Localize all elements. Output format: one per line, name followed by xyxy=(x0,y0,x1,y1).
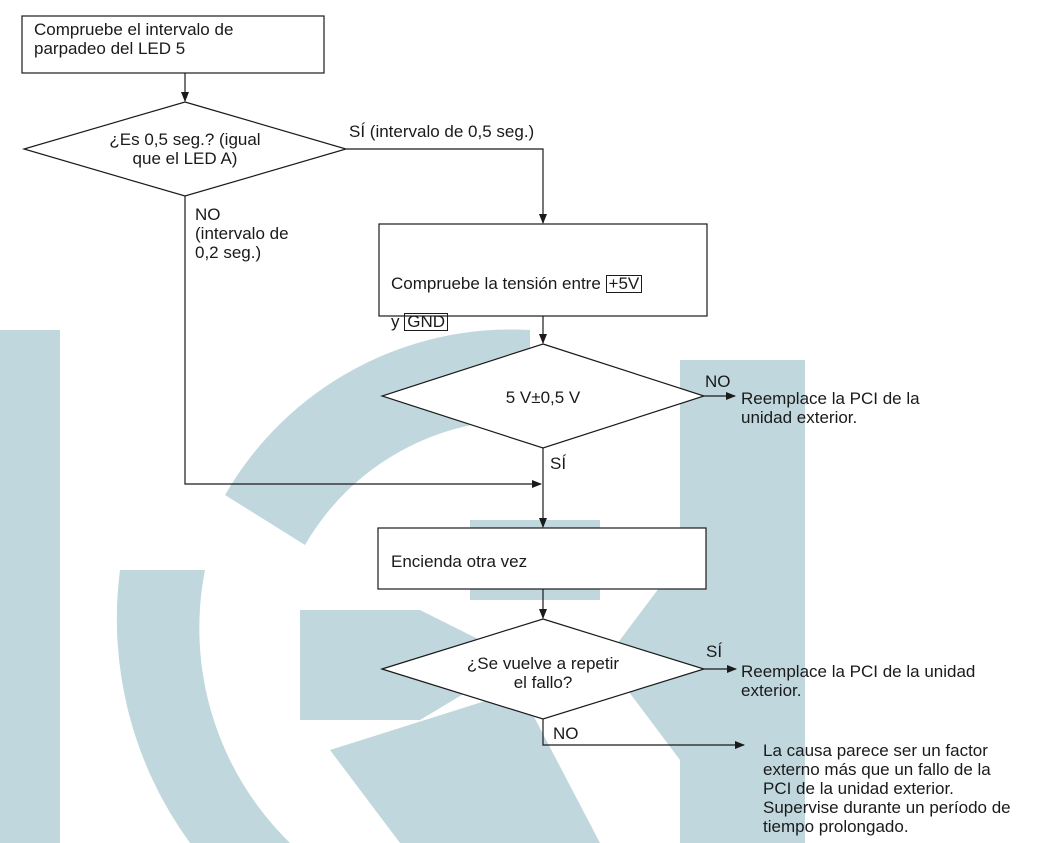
box-check-led5 xyxy=(21,15,325,74)
edge-label-yes-repeat: SÍ xyxy=(706,642,723,661)
edge-interval-yes xyxy=(346,148,547,224)
edge-label-no-repeat: NO xyxy=(553,724,579,743)
replace-pcb-label-1: Reemplace la PCI de la unidad exterior. xyxy=(741,389,920,427)
diamond-interval-label: ¿Es 0,5 seg.? (igual que el LED A) xyxy=(109,130,261,168)
terminal-gnd-tag: GND xyxy=(404,313,449,331)
check-voltage-text: Compruebe la tensión entre xyxy=(391,274,606,293)
box-check-voltage-label: Compruebe la tensión entre +5V y GND xyxy=(391,255,643,331)
replace-pcb-label-2: Reemplace la PCI de la unidad exterior. xyxy=(741,662,976,700)
edge-label-yes-interval: SÍ (intervalo de 0,5 seg.) xyxy=(349,122,535,141)
diamond-voltage-label: 5 V±0,5 V xyxy=(505,388,581,407)
edge-repeat-no xyxy=(542,719,745,749)
box-power-on xyxy=(377,527,707,590)
edge-label-no-voltage: NO xyxy=(705,372,731,391)
external-cause-label: La causa parece ser un factor externo má… xyxy=(763,741,1011,836)
check-voltage-y: y xyxy=(391,312,405,331)
edge-label-no-interval: NO (intervalo de 0,2 seg.) xyxy=(195,205,289,262)
diamond-repeat-label: ¿Se vuelve a repetir el fallo? xyxy=(466,654,620,692)
edge-interval-no xyxy=(184,196,542,488)
terminal-plus5v-tag: +5V xyxy=(605,275,643,293)
box-power-on-label: Encienda otra vez xyxy=(391,552,528,571)
box-check-voltage xyxy=(378,223,708,317)
box-check-led5-label: Compruebe el intervalo de parpadeo del L… xyxy=(34,20,234,58)
edge-label-yes-voltage: SÍ xyxy=(550,454,567,473)
